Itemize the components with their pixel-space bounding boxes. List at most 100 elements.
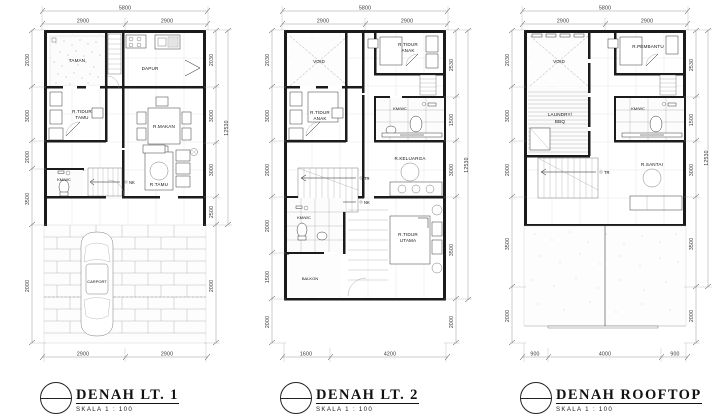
roof-bathroom: KM/WC bbox=[616, 98, 684, 140]
plan-lt2-drawing: 5800 2900 2900 bbox=[265, 6, 472, 362]
dim-right-4: 3500 bbox=[449, 244, 455, 256]
room-label-carport: CARPORT bbox=[87, 279, 107, 284]
room-label-dapur: DAPUR bbox=[142, 66, 159, 71]
plan-rooftop-drawing: 5800 2900 2900 bbox=[505, 6, 712, 362]
lt2-left-dimensions: 2030 3000 2000 2000 1500 2000 bbox=[265, 27, 286, 346]
room-label-balkon: BALKON bbox=[302, 276, 318, 281]
dim-overall-right: 12530 bbox=[464, 157, 470, 172]
roof-maid-room: R.PEMBANTU bbox=[607, 35, 679, 67]
dim-top-2: 2900 bbox=[161, 19, 173, 25]
room-label-rtidur-tamu-1: R.TIDUR bbox=[72, 109, 92, 114]
lt2-master-bedroom: R.TIDUR UTAMA bbox=[347, 204, 443, 297]
dim-left-1: 2030 bbox=[505, 54, 511, 66]
plan-lt1: 5800 2900 2900 bbox=[0, 0, 240, 420]
room-label-kmwc: KM/WC bbox=[57, 177, 71, 182]
roof-walls bbox=[524, 30, 686, 227]
north-marker-icon bbox=[40, 382, 72, 414]
plan-scale-lt1: SKALA 1 : 100 bbox=[76, 406, 134, 413]
tag-tr: TR bbox=[604, 170, 610, 175]
dim-overall-right: 12530 bbox=[224, 120, 230, 135]
dim-left-5: 2000 bbox=[505, 310, 511, 322]
plan-rooftop: 5800 2900 2900 bbox=[480, 0, 720, 420]
dim-left-5: 2000 bbox=[25, 280, 31, 292]
dim-right-2: 1500 bbox=[689, 114, 695, 126]
north-marker-icon bbox=[520, 382, 552, 414]
dim-bottom-1: 2900 bbox=[77, 352, 89, 358]
dim-left-3: 2000 bbox=[265, 164, 271, 176]
dim-top-2: 2900 bbox=[401, 19, 413, 25]
room-label-kmwc-lower: KM/WC bbox=[297, 215, 311, 220]
dim-top-1: 2900 bbox=[317, 19, 329, 25]
title-block-lt1: DENAH LT. 1 SKALA 1 : 100 bbox=[40, 382, 278, 418]
dim-bottom-1: 1600 bbox=[300, 352, 312, 358]
dim-left-6: 2000 bbox=[265, 316, 271, 328]
lt2-bathroom-lower: KM/WC BALKON bbox=[287, 198, 343, 296]
lt2-bottom-dimensions: 1600 4200 bbox=[279, 343, 451, 362]
lt1-stair-top bbox=[106, 33, 122, 89]
title-block-lt2: DENAH LT. 2 SKALA 1 : 100 bbox=[280, 382, 518, 418]
plan-scale-lt2: SKALA 1 : 100 bbox=[316, 406, 374, 413]
lt2-stair-right bbox=[419, 74, 437, 96]
roof-void: VOID bbox=[529, 33, 589, 87]
dim-overall-top: 5800 bbox=[119, 6, 131, 12]
roof-terrace-hatch bbox=[523, 225, 687, 329]
svg-text:R.TIDUR: R.TIDUR bbox=[310, 110, 330, 115]
room-label-void: VOID bbox=[553, 59, 565, 64]
dim-bottom-2: 2900 bbox=[161, 352, 173, 358]
dim-left-1: 2030 bbox=[265, 54, 271, 66]
svg-text:ANAK: ANAK bbox=[401, 48, 415, 53]
room-label-kmwc: KM/WC bbox=[631, 106, 645, 111]
roof-lounge: R.SANTAI bbox=[629, 162, 683, 211]
dim-right-3: 3000 bbox=[449, 164, 455, 176]
lt1-carport-paving bbox=[43, 224, 207, 344]
room-label-rkeluarga: R.KELUARGA bbox=[394, 156, 426, 161]
lt2-kids-bedroom-2: R.TIDUR ANAK bbox=[288, 91, 344, 141]
lt1-left-dimensions: 2030 3000 2000 3500 2000 bbox=[25, 27, 46, 346]
lt2-bathroom-upper: KM/WC bbox=[376, 98, 444, 140]
dim-overall-top: 5800 bbox=[359, 6, 371, 12]
plan-title-lt2: DENAH LT. 2 bbox=[316, 386, 419, 404]
lt2-walls bbox=[284, 30, 446, 301]
lt1-kitchen-fittings: DAPUR bbox=[125, 34, 201, 77]
dim-right-1: 2530 bbox=[449, 59, 455, 71]
lt1-car-symbol: CARPORT bbox=[80, 231, 114, 337]
dim-right-2: 3000 bbox=[209, 110, 215, 122]
lt1-bottom-dimensions: 2900 2900 bbox=[39, 343, 211, 362]
title-block-rooftop: DENAH ROOFTOP SKALA 1 : 100 bbox=[520, 382, 720, 418]
dim-right-4: 2500 bbox=[209, 206, 215, 218]
dim-left-1: 2030 bbox=[25, 54, 31, 66]
plan-title-lt1: DENAH LT. 1 bbox=[76, 386, 179, 404]
dim-top-1: 2900 bbox=[557, 19, 569, 25]
lt1-top-dimensions: 5800 2900 2900 bbox=[39, 6, 211, 30]
dim-left-4: 2000 bbox=[265, 220, 271, 232]
plan-lt2: 5800 2900 2900 bbox=[240, 0, 480, 420]
roof-left-dimensions: 2030 3000 2000 3500 2000 bbox=[505, 27, 526, 346]
tag-nk: NK bbox=[129, 180, 135, 185]
dim-left-2: 3000 bbox=[505, 110, 511, 122]
lt1-right-dimensions: 2030 3000 3000 2500 2000 12530 bbox=[204, 27, 232, 346]
room-label-void: VOID bbox=[313, 59, 325, 64]
lt2-right-dimensions: 2530 1500 3000 3500 2000 12530 bbox=[444, 27, 472, 346]
roof-top-dimensions: 5800 2900 2900 bbox=[519, 6, 691, 30]
svg-text:R.TIDUR: R.TIDUR bbox=[398, 42, 418, 47]
dim-right-2: 1500 bbox=[449, 114, 455, 126]
lt1-walls bbox=[44, 30, 206, 226]
svg-text:BBQ: BBQ bbox=[555, 119, 565, 124]
north-marker-icon bbox=[280, 382, 312, 414]
dim-bottom-1: 900 bbox=[530, 352, 539, 358]
lt2-void: VOID bbox=[289, 35, 349, 87]
svg-text:LAUNDRY/: LAUNDRY/ bbox=[548, 112, 573, 117]
dim-right-5: 2000 bbox=[209, 280, 215, 292]
dim-left-5: 1500 bbox=[265, 271, 271, 283]
lt1-living: R.TAMU bbox=[142, 144, 198, 191]
plan-scale-rooftop: SKALA 1 : 100 bbox=[556, 406, 614, 413]
dim-overall-right: 12530 bbox=[704, 150, 710, 165]
plan-lt1-drawing: 5800 2900 2900 bbox=[25, 6, 232, 362]
room-label-rsantai: R.SANTAI bbox=[641, 162, 663, 167]
svg-text:ANAK: ANAK bbox=[313, 116, 327, 121]
dim-overall-top: 5800 bbox=[599, 6, 611, 12]
room-label-rpembantu: R.PEMBANTU bbox=[632, 44, 664, 49]
dim-bottom-3: 900 bbox=[670, 352, 679, 358]
lt1-bathroom: KM/WC bbox=[47, 170, 83, 197]
lt1-guest-bedroom: R.TIDUR TAMU bbox=[48, 91, 104, 141]
